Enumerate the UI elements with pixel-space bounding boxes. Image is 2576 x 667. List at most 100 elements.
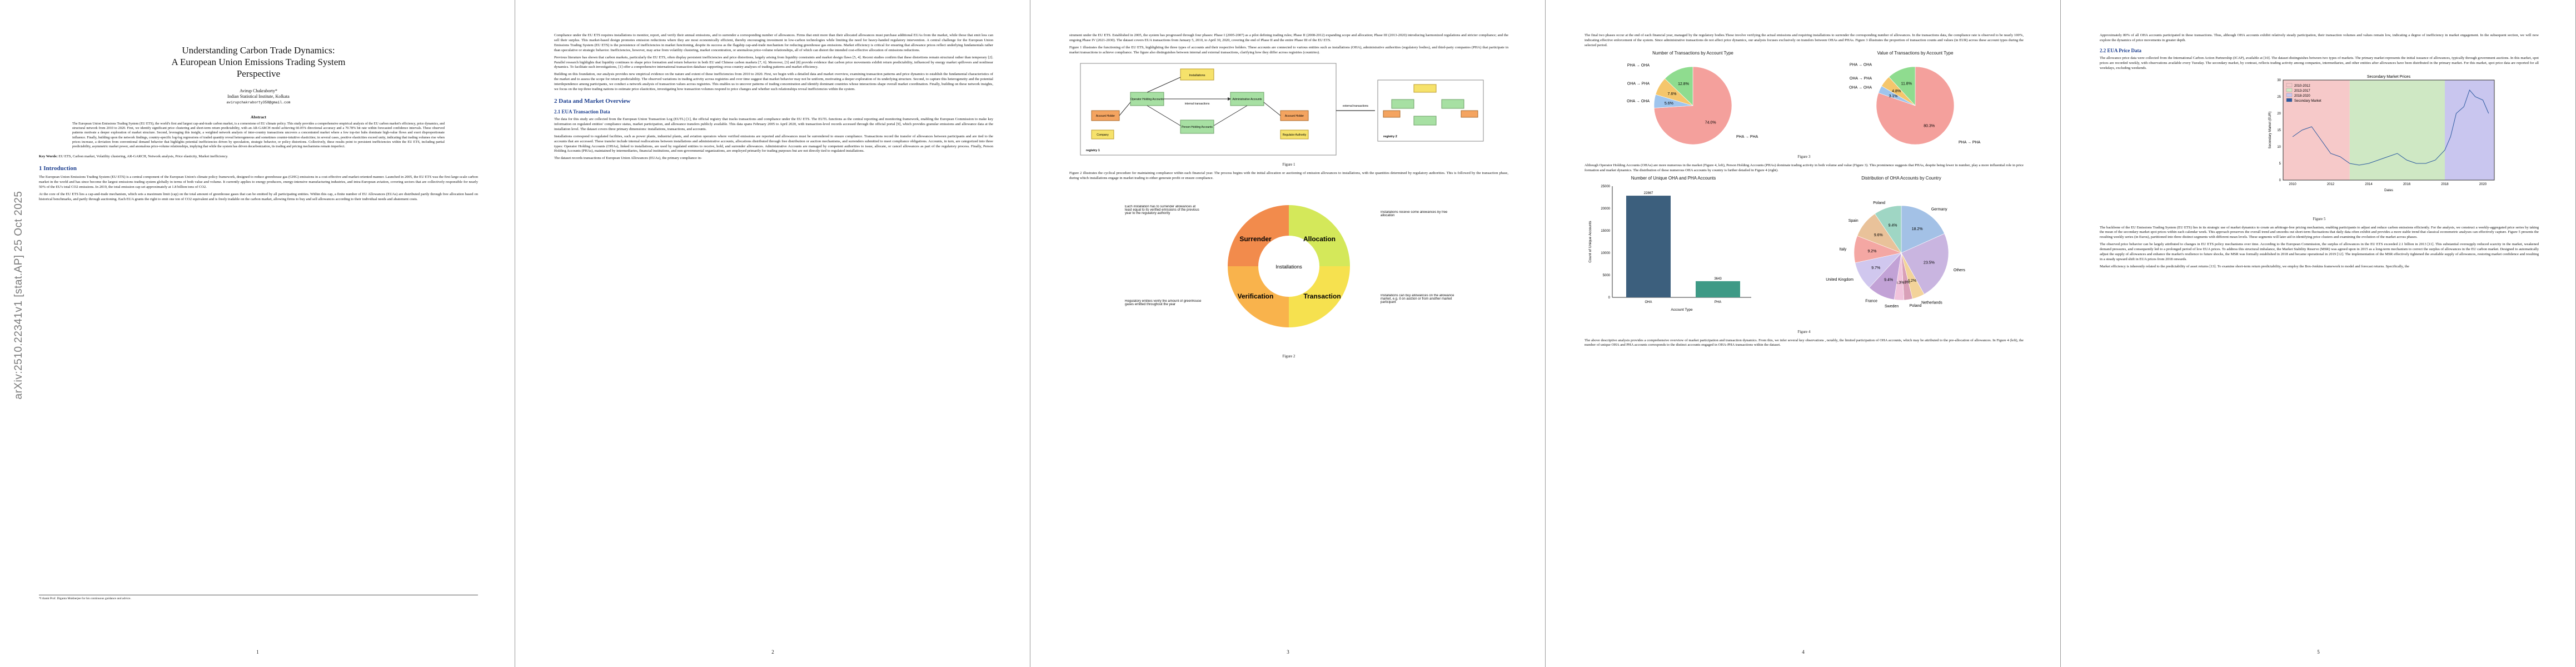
figure-3-caption: Figure 3 [1797,155,1811,159]
legend-swatch [2286,98,2293,102]
pie-slice-label: Others [1954,268,1966,272]
pie-slice-label: United Kingdom [1826,278,1853,282]
pie-slice-percent: 3.3% [1896,281,1905,285]
operator-label: Operator Holding Accounts [1130,98,1164,101]
author-email[interactable]: avirupchakraborty358@gmail.com [226,101,291,104]
pie-slice-percent: 2.9% [1901,281,1910,285]
regulator-box [1280,130,1309,140]
x-tick-label: PHA [1715,301,1721,304]
external-transactions-label: external transactions [1343,104,1369,108]
note-verification: Regulatory entities verify the amount of… [1125,300,1202,307]
legend-label: 2018-2020 [2294,94,2310,98]
paragraph: Although Operator Holding Accounts (OHAs… [1585,163,2024,172]
y-tick-label: 15000 [1601,230,1610,233]
pie-slice-percent: 18.2% [1912,227,1923,231]
y-tick-label: 0 [2279,179,2281,182]
page-number: 1 [256,649,259,655]
y-tick-label: 25000 [1601,185,1610,188]
paragraph: Market efficiency is inherently related … [2100,264,2409,268]
pie-slice-percent: 7.6% [1668,92,1677,96]
y-tick-label: 20000 [1601,207,1610,211]
paragraph: The backbone of the EU Emissions Trading… [2100,225,2539,240]
pie-slice-label: OHA → PHA [1627,82,1650,86]
fig4-bar-title: Number of Unique OHA and PHA Accounts [1631,175,1716,181]
pie-oha-by-country: 18.2% Germany 23.5% Others 4.2% Netherlands 2.… [1826,201,1966,308]
pie-slice-label: Germany [1931,207,1947,211]
allocation-segment [1289,205,1350,267]
pie-slice-percent: 74.0% [1705,121,1716,125]
paragraph: The allowance price data were collected … [2100,56,2539,70]
figure-2-compliance-cycle: Allocation Transaction Verification Surr… [1125,205,1454,328]
pie-slice-percent: 4.2% [1907,279,1916,283]
x-tick-label: 2020 [2479,183,2487,186]
pie-slice-label: Netherlands [1921,301,1942,305]
x-tick-label: 2014 [2365,183,2373,186]
transaction-label: Transaction [1303,292,1341,300]
phase-band [2283,79,2350,180]
paragraph: The data for this study are collected fr… [554,117,993,131]
x-tick-label: 2010 [2289,183,2296,186]
pie-slice-percent: 9.7% [1871,266,1880,270]
paragraph: The observed price behavior can be large… [2100,242,2539,261]
paragraph: The above descriptive analysis provides … [1585,338,2024,347]
pie-slice-percent: 9.4% [1884,278,1893,282]
connector [1147,77,1181,93]
y-tick-label: 25 [2277,96,2281,99]
note-allocation: Installations receive some allowances by… [1381,211,1448,218]
page-1: arXiv:2510.22341v1 [stat.AP] 25 Oct 2025… [0,0,515,667]
section-heading-data: 2 Data and Market Overview [554,97,631,104]
company-box [1091,130,1114,140]
pie-slice-label: Italy [1839,247,1846,251]
pie-slice-percent: 4.8% [1892,89,1901,93]
registry-2-frame [1377,79,1484,142]
account-holder-label-right: Account Holder [1285,115,1304,118]
paragraph: Compliance under the EU ETS requires ins… [554,33,993,52]
company-label: Company [1097,133,1109,137]
transaction-segment [1289,266,1350,328]
paragraph: Installations correspond to regulated fa… [554,134,993,153]
pie-slice-percent: 9.6% [1874,233,1883,237]
operator-box [1130,92,1164,106]
pie-slice-label: PHA → PHA [1736,135,1758,138]
connector [1213,105,1248,126]
connector [1119,102,1131,116]
registry-1-frame [1080,63,1337,156]
holder-box-2b [1461,110,1478,118]
x-axis-label: Dates [2384,189,2393,192]
person-label: Person Holding Accounts [1182,126,1213,129]
page-2: Compliance under the EU ETS requires ins… [515,0,1030,667]
account-holder-label-left: Account Holder [1096,115,1115,118]
pie-slice-label: OHA → PHA [1850,77,1872,81]
connector [1147,105,1181,126]
section-heading-introduction: 1 Introduction [39,165,77,172]
pie-slice-percent: 23.5% [1924,261,1935,265]
note-surrender: Each installation has to surrender allow… [1125,205,1199,216]
pie-slice-label: PHA → OHA [1850,63,1872,67]
pie-slice-percent: 9.2% [1867,249,1876,253]
arxiv-stamp: arXiv:2510.22341v1 [stat.AP] 25 Oct 2025 [8,122,24,478]
footnote: *I thank Prof. Diganta Mukherjee for his… [39,595,478,600]
y-tick-label: 20 [2277,112,2281,116]
page-number: 2 [771,649,774,655]
surrender-segment [1228,205,1289,267]
x-tick-label: OHA [1645,301,1652,304]
installations-center-label: Installations [1275,264,1302,270]
legend-label: 2013-2017 [2294,89,2310,93]
paragraph: The dataset records transactions of Euro… [554,156,702,161]
legend-label: 2010-2012 [2294,84,2310,88]
price-line [2292,89,2489,166]
y-tick-label: 0 [1608,296,1611,300]
admin-label: Administrative Accounts [1232,98,1262,101]
page-number: 4 [1802,649,1805,655]
pie-slice-label: Spain [1848,218,1858,222]
person-box [1180,120,1214,134]
author-block: Avirup Chakraborty* Indian Statistical I… [39,88,478,99]
legend-swatch [2286,88,2293,92]
page-5: Approximately 80% of all OHA accounts pa… [2061,0,2576,667]
x-tick-label: 2012 [2327,183,2335,186]
chart-title: Secondary Market Prices [2367,75,2411,79]
y-tick-label: 15 [2277,129,2281,132]
arxiv-stamp-text: arXiv:2510.22341v1 [stat.AP] 25 Oct 2025 [13,191,24,400]
figure-5-caption: Figure 5 [2313,217,2326,221]
